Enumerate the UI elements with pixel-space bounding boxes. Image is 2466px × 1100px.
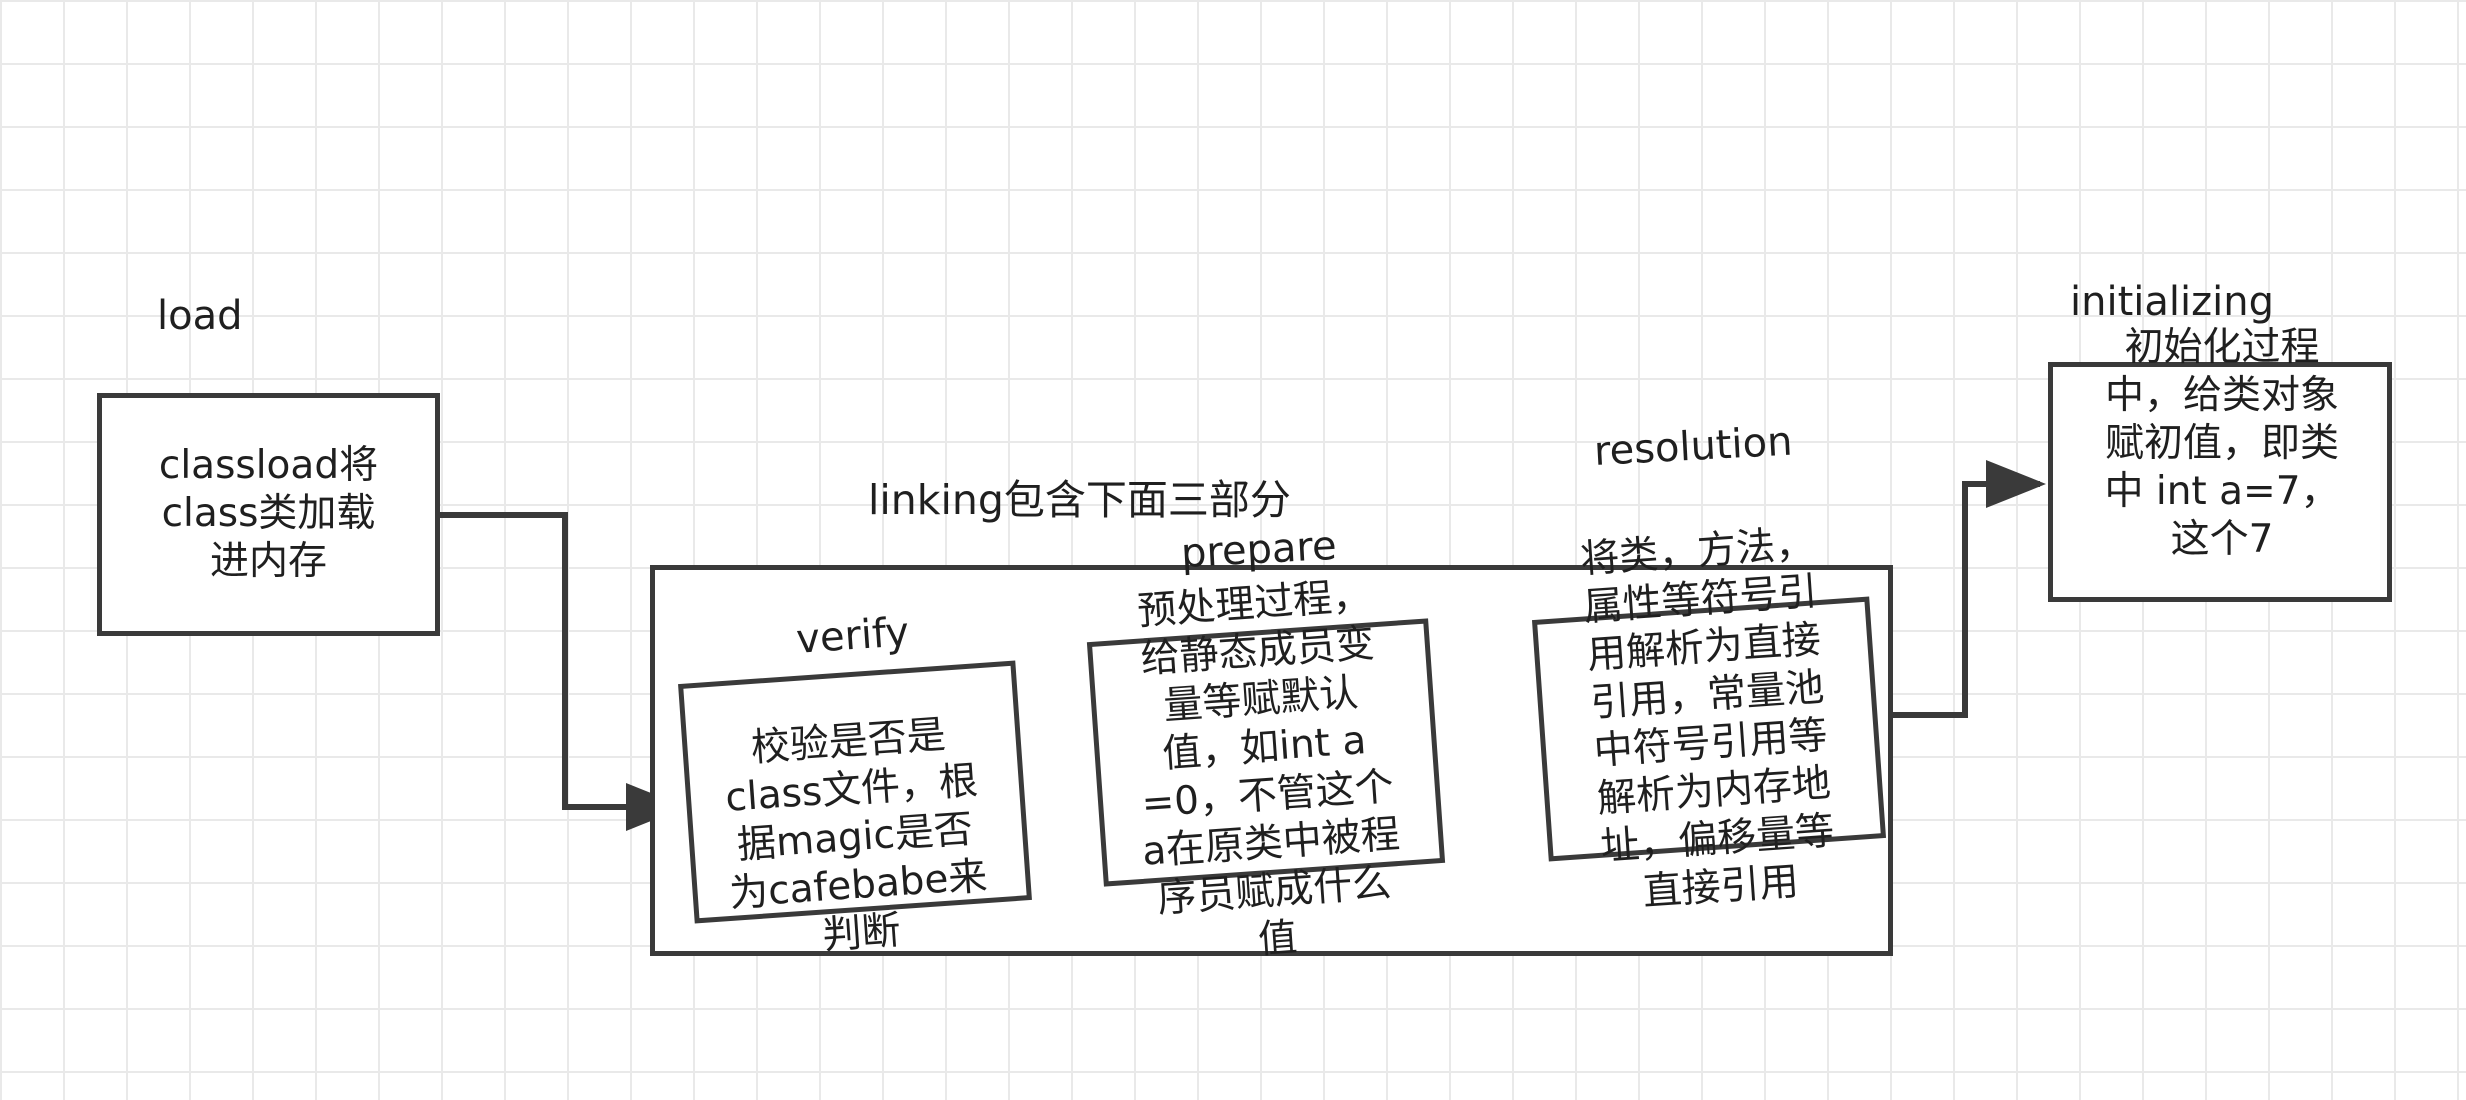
prepare-label: prepare [1179,522,1338,577]
verify-label: verify [794,609,911,663]
initializing-label: initializing [2070,279,2274,325]
initializing-description: 初始化过程 中，给类对象 赋初值，即类 中 int a=7， 这个7 [2104,325,2340,562]
verify-description: 校验是否是 class文件，根 据magic是否 为cafebabe来 判断 [723,712,989,959]
load-label: load [157,293,243,339]
load-description: classload将 class类加载 进内存 [158,443,379,584]
initializing-box [2048,362,2392,602]
prepare-description: 预处理过程， 给静态成员变 量等赋默认 值，如int a =0，不管这个 a在原… [1135,573,1402,963]
resolution-description: 将类，方法， 属性等符号引 用解析为直接 引用，常量池 中符号引用等 解析为内存… [1578,521,1836,915]
arrow-resolution-to-initializing [1880,460,2046,718]
resolution-label: resolution [1592,418,1794,475]
arrow-load-to-verify [440,512,686,831]
load-box [97,393,440,636]
linking-title: linking包含下面三部分 [868,476,1291,524]
